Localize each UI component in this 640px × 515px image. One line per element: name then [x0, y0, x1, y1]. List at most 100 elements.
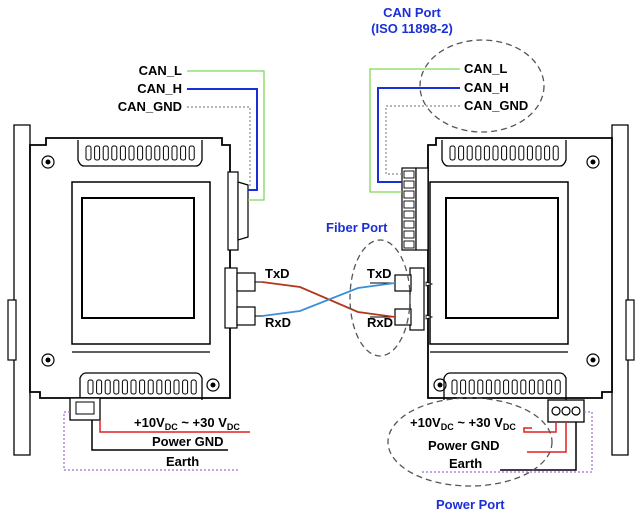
- fiber-port-title: Fiber Port: [326, 220, 388, 235]
- vent-slot: [535, 145, 542, 161]
- vent-slot: [554, 379, 561, 395]
- vent-slot: [475, 145, 482, 161]
- left-can-l-label: CAN_L: [139, 63, 182, 78]
- vent-slot: [119, 145, 126, 161]
- left-can-l-wire: [187, 70, 265, 201]
- right-can-h-label: CAN_H: [464, 80, 509, 95]
- vent-slot: [528, 379, 535, 395]
- right-bottom-vent-slots: [451, 379, 561, 395]
- left-fiber-tx-jack[interactable]: [236, 272, 256, 292]
- vent-slot: [485, 379, 492, 395]
- left-can-h-wire: [187, 88, 258, 191]
- terminal-pin: [403, 210, 415, 219]
- left-earth-wire: [63, 411, 240, 471]
- right-can-terminal-pins: [403, 170, 415, 249]
- terminal-pin: [403, 230, 415, 239]
- wires: [63, 68, 593, 473]
- terminal-pin: [403, 240, 415, 249]
- vent-slot: [509, 145, 516, 161]
- power-port-ellipse: [387, 397, 553, 487]
- left-power-gnd-label: Power GND: [152, 434, 224, 449]
- can-port-ellipse: [419, 39, 545, 133]
- left-din-rail: [13, 124, 31, 456]
- vent-slot: [501, 145, 508, 161]
- right-can-h-wire: [377, 87, 460, 183]
- vent-slot: [483, 145, 490, 161]
- left-can-connector-shell: [227, 171, 239, 251]
- right-earth-label: Earth: [449, 456, 482, 471]
- vent-slot: [130, 379, 137, 395]
- left-can-gnd-wire: [187, 106, 251, 186]
- can-port-title: CAN Port: [383, 5, 441, 20]
- vent-slot: [544, 145, 551, 161]
- right-power-gnd-wire: [527, 422, 567, 453]
- vent-slot: [518, 145, 525, 161]
- vent-slot: [180, 145, 187, 161]
- right-rxd-label: RxD: [367, 315, 393, 330]
- vent-slot: [113, 379, 120, 395]
- left-top-vent: [77, 140, 203, 167]
- vent-slot: [466, 145, 473, 161]
- left-voltage-label: +10VDC ~ +30 VDC: [134, 415, 240, 432]
- vent-slot: [188, 145, 195, 161]
- left-bottom-vent-slots: [87, 379, 197, 395]
- right-din-rail: [611, 124, 629, 456]
- left-fiber-rx-jack[interactable]: [236, 306, 256, 326]
- vent-slot: [128, 145, 135, 161]
- right-top-vent-slots: [449, 145, 559, 161]
- vent-slot: [537, 379, 544, 395]
- vent-slot: [451, 379, 458, 395]
- left-can-dsub-connector[interactable]: [237, 181, 249, 241]
- fiber-port-ellipse: [349, 239, 411, 357]
- vent-slot: [162, 145, 169, 161]
- left-converter-module: [7, 124, 256, 456]
- vent-slot: [139, 379, 146, 395]
- left-power-gnd-wire: [91, 420, 228, 451]
- vent-slot: [546, 379, 553, 395]
- vent-slot: [494, 379, 501, 395]
- terminal-pin: [403, 200, 415, 209]
- vent-slot: [156, 379, 163, 395]
- right-can-gnd-wire: [385, 105, 460, 175]
- left-earth-label: Earth: [166, 454, 199, 469]
- left-txd-label: TxD: [265, 266, 290, 281]
- right-top-vent: [441, 140, 567, 167]
- left-fiber-connector-body: [224, 267, 238, 329]
- left-top-vent-slots: [85, 145, 195, 161]
- terminal-pin: [403, 190, 415, 199]
- right-power-positive-wire: [523, 422, 557, 433]
- left-can-h-label: CAN_H: [137, 81, 182, 96]
- vent-slot: [164, 379, 171, 395]
- vent-slot: [87, 379, 94, 395]
- left-panel-window: [81, 197, 195, 319]
- right-txd-label: TxD: [367, 266, 392, 281]
- fiber-cable-rx-to-tx: [261, 282, 396, 317]
- vent-slot: [449, 145, 456, 161]
- vent-slot: [458, 145, 465, 161]
- right-can-gnd-label: CAN_GND: [464, 98, 528, 113]
- can-port-standard: (ISO 11898-2): [371, 21, 453, 36]
- right-converter-module: [394, 124, 635, 456]
- vent-slot: [552, 145, 559, 161]
- right-fiber-connector-body: [409, 267, 425, 331]
- right-voltage-label: +10VDC ~ +30 VDC: [410, 415, 516, 432]
- terminal-pin: [403, 180, 415, 189]
- vent-slot: [104, 379, 111, 395]
- power-port-title: Power Port: [436, 497, 505, 512]
- vent-slot: [85, 145, 92, 161]
- left-bottom-vent: [79, 372, 203, 400]
- vent-slot: [460, 379, 467, 395]
- terminal-pin: [403, 170, 415, 179]
- left-can-gnd-label: CAN_GND: [118, 99, 182, 114]
- vent-slot: [511, 379, 518, 395]
- left-rail-clip: [7, 299, 17, 361]
- terminal-pin: [403, 220, 415, 229]
- right-bottom-vent: [443, 372, 567, 400]
- vent-slot: [94, 145, 101, 161]
- right-power-gnd-label: Power GND: [428, 438, 500, 453]
- left-rxd-label: RxD: [265, 315, 291, 330]
- vent-slot: [147, 379, 154, 395]
- vent-slot: [182, 379, 189, 395]
- vent-slot: [96, 379, 103, 395]
